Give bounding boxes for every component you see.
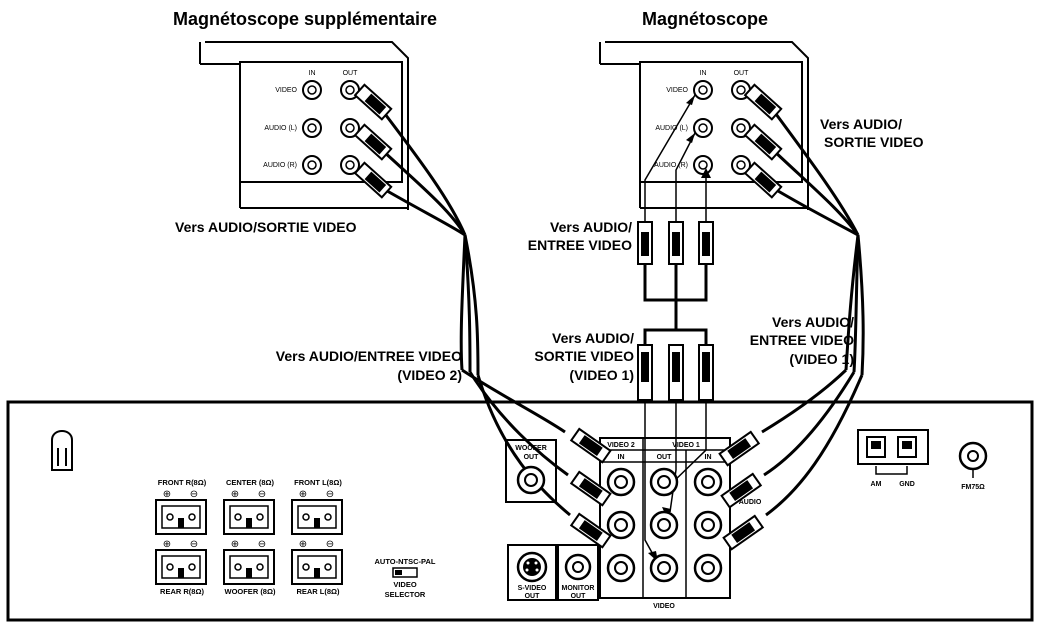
rear-r-terminal[interactable] bbox=[155, 549, 207, 585]
extra-vcr-audio-r-label: AUDIO (R) bbox=[263, 162, 297, 169]
rear-l-label: REAR L(8Ω) bbox=[296, 587, 340, 596]
video-selector-label-1: VIDEO bbox=[393, 580, 417, 589]
front-r-label: FRONT R(8Ω) bbox=[158, 478, 207, 487]
main-vcr-out-cable-label-line1: Vers AUDIO/ bbox=[820, 116, 902, 132]
extra-vcr-video-label: VIDEO bbox=[275, 87, 297, 94]
rca-plugs-video1-out bbox=[637, 344, 714, 401]
main-vcr-out-cable-label-line2: SORTIE VIDEO bbox=[824, 134, 924, 150]
main-vcr-video-label: VIDEO bbox=[666, 87, 688, 94]
front-r-plus-icon: ⊕ bbox=[163, 489, 171, 500]
antenna-terminals: AM GND FM75Ω bbox=[857, 429, 988, 491]
front-l-label: FRONT L(8Ω) bbox=[294, 478, 342, 487]
main-vcr: IN OUT VIDEO AUDIO (L) AUDIO (R) bbox=[599, 41, 809, 210]
am-antenna-terminal[interactable] bbox=[866, 436, 886, 458]
gnd-label: GND bbox=[899, 481, 915, 488]
video1-out-label-line2: SORTIE VIDEO bbox=[534, 348, 634, 364]
monitor-out-label-2: OUT bbox=[571, 593, 587, 600]
front-r-terminal[interactable] bbox=[155, 499, 207, 535]
front-r-minus-icon: ⊖ bbox=[190, 489, 198, 500]
video1-out-label-line3: (VIDEO 1) bbox=[569, 367, 634, 383]
rear-l-terminal[interactable] bbox=[291, 549, 343, 585]
video1-in-label-line2: ENTREE VIDEO bbox=[750, 332, 854, 348]
main-vcr-audio-l-label: AUDIO (L) bbox=[655, 125, 688, 132]
video1-in-label: IN bbox=[705, 454, 712, 461]
center-label: CENTER (8Ω) bbox=[226, 478, 275, 487]
woofer-out-jack[interactable] bbox=[516, 465, 546, 495]
woofer-out-label-1: WOOFER bbox=[515, 445, 547, 452]
front-l-plus-icon: ⊕ bbox=[299, 489, 307, 500]
rca-plugs-video1-in bbox=[718, 430, 765, 551]
av-jack-panel: WOOFER OUT VIDEO 2 VIDEO 1 IN OUT IN AUD… bbox=[505, 437, 762, 610]
video-selector-modes: AUTO-NTSC-PAL bbox=[375, 557, 436, 566]
extra-vcr-audio-l-label: AUDIO (L) bbox=[264, 125, 297, 132]
s-video-out-jack[interactable] bbox=[516, 551, 548, 583]
rear-r-plus-icon: ⊕ bbox=[163, 539, 171, 550]
video-selector-label-2: SELECTOR bbox=[385, 590, 426, 599]
woofer-plus-icon: ⊕ bbox=[231, 539, 239, 550]
video-selector[interactable]: AUTO-NTSC-PAL VIDEO SELECTOR bbox=[375, 557, 436, 599]
main-vcr-in-label: IN bbox=[700, 70, 707, 77]
front-l-terminal[interactable] bbox=[291, 499, 343, 535]
power-cord-clip bbox=[51, 430, 73, 471]
rca-plugs-main-vcr-out bbox=[743, 83, 783, 199]
video1-in-jacks[interactable] bbox=[693, 467, 723, 583]
video2-in-label-line2: (VIDEO 2) bbox=[397, 367, 462, 383]
rear-l-minus-icon: ⊖ bbox=[326, 539, 334, 550]
woofer-terminal[interactable] bbox=[223, 549, 275, 585]
rear-l-plus-icon: ⊕ bbox=[299, 539, 307, 550]
center-terminal[interactable] bbox=[223, 499, 275, 535]
s-video-label-2: OUT bbox=[525, 593, 541, 600]
speaker-terminals: FRONT R(8Ω) CENTER (8Ω) FRONT L(8Ω) ⊕ ⊖ … bbox=[155, 478, 343, 596]
front-l-minus-icon: ⊖ bbox=[326, 489, 334, 500]
rear-r-label: REAR R(8Ω) bbox=[160, 587, 204, 596]
video1-in-label-line3: (VIDEO 1) bbox=[789, 351, 854, 367]
extra-vcr-jacks bbox=[302, 80, 360, 175]
extra-vcr-out-label: OUT bbox=[343, 70, 359, 77]
video1-out-jacks[interactable] bbox=[649, 467, 679, 583]
video-selector-switch[interactable] bbox=[392, 567, 418, 578]
rca-plugs-video2-in bbox=[569, 427, 612, 549]
rear-r-minus-icon: ⊖ bbox=[190, 539, 198, 550]
video2-in-label: IN bbox=[618, 454, 625, 461]
fm-label: FM75Ω bbox=[961, 484, 985, 491]
woofer-minus-icon: ⊖ bbox=[258, 539, 266, 550]
s-video-label-1: S-VIDEO bbox=[518, 585, 547, 592]
rca-plugs-extra-vcr bbox=[353, 83, 393, 199]
monitor-out-label-1: MONITOR bbox=[562, 585, 595, 592]
main-vcr-audio-r-label: AUDIO (R) bbox=[654, 162, 688, 169]
cable-main-vcr-out-to-video1-in bbox=[761, 109, 865, 517]
main-vcr-title: Magnétoscope bbox=[642, 9, 768, 29]
extra-vcr-in-label: IN bbox=[309, 70, 316, 77]
main-vcr-in-cable-label-line2: ENTREE VIDEO bbox=[528, 237, 632, 253]
extra-vcr-out-cable-label: Vers AUDIO/SORTIE VIDEO bbox=[175, 219, 357, 235]
video-label: VIDEO bbox=[653, 603, 675, 610]
am-label: AM bbox=[871, 481, 882, 488]
video1-out-label: OUT bbox=[657, 454, 673, 461]
extra-vcr-title: Magnétoscope supplémentaire bbox=[173, 9, 437, 29]
receiver-rear-panel bbox=[6, 400, 1034, 622]
main-vcr-out-label: OUT bbox=[734, 70, 750, 77]
fm-antenna-jack[interactable] bbox=[958, 441, 988, 471]
video2-in-jacks[interactable] bbox=[606, 467, 636, 583]
monitor-out-jack[interactable] bbox=[564, 553, 592, 581]
gnd-terminal[interactable] bbox=[897, 436, 917, 458]
center-plus-icon: ⊕ bbox=[231, 489, 239, 500]
video2-label: VIDEO 2 bbox=[607, 442, 635, 449]
rca-plugs-main-vcr-in bbox=[637, 221, 714, 265]
video1-out-label-line1: Vers AUDIO/ bbox=[552, 330, 634, 346]
woofer-out-label-2: OUT bbox=[524, 454, 540, 461]
audio-label: AUDIO bbox=[739, 499, 762, 506]
video1-in-label-line1: Vers AUDIO/ bbox=[772, 314, 854, 330]
extra-vcr: IN OUT VIDEO AUDIO (L) AUDIO (R) bbox=[199, 41, 409, 210]
woofer-label: WOOFER (8Ω) bbox=[224, 587, 276, 596]
main-vcr-in-cable-label-line1: Vers AUDIO/ bbox=[550, 219, 632, 235]
cable-extra-vcr-to-video2 bbox=[380, 109, 571, 517]
main-vcr-jacks bbox=[693, 80, 751, 175]
video2-in-label-line1: Vers AUDIO/ENTREE VIDEO bbox=[276, 348, 462, 364]
video1-label: VIDEO 1 bbox=[672, 442, 700, 449]
center-minus-icon: ⊖ bbox=[258, 489, 266, 500]
